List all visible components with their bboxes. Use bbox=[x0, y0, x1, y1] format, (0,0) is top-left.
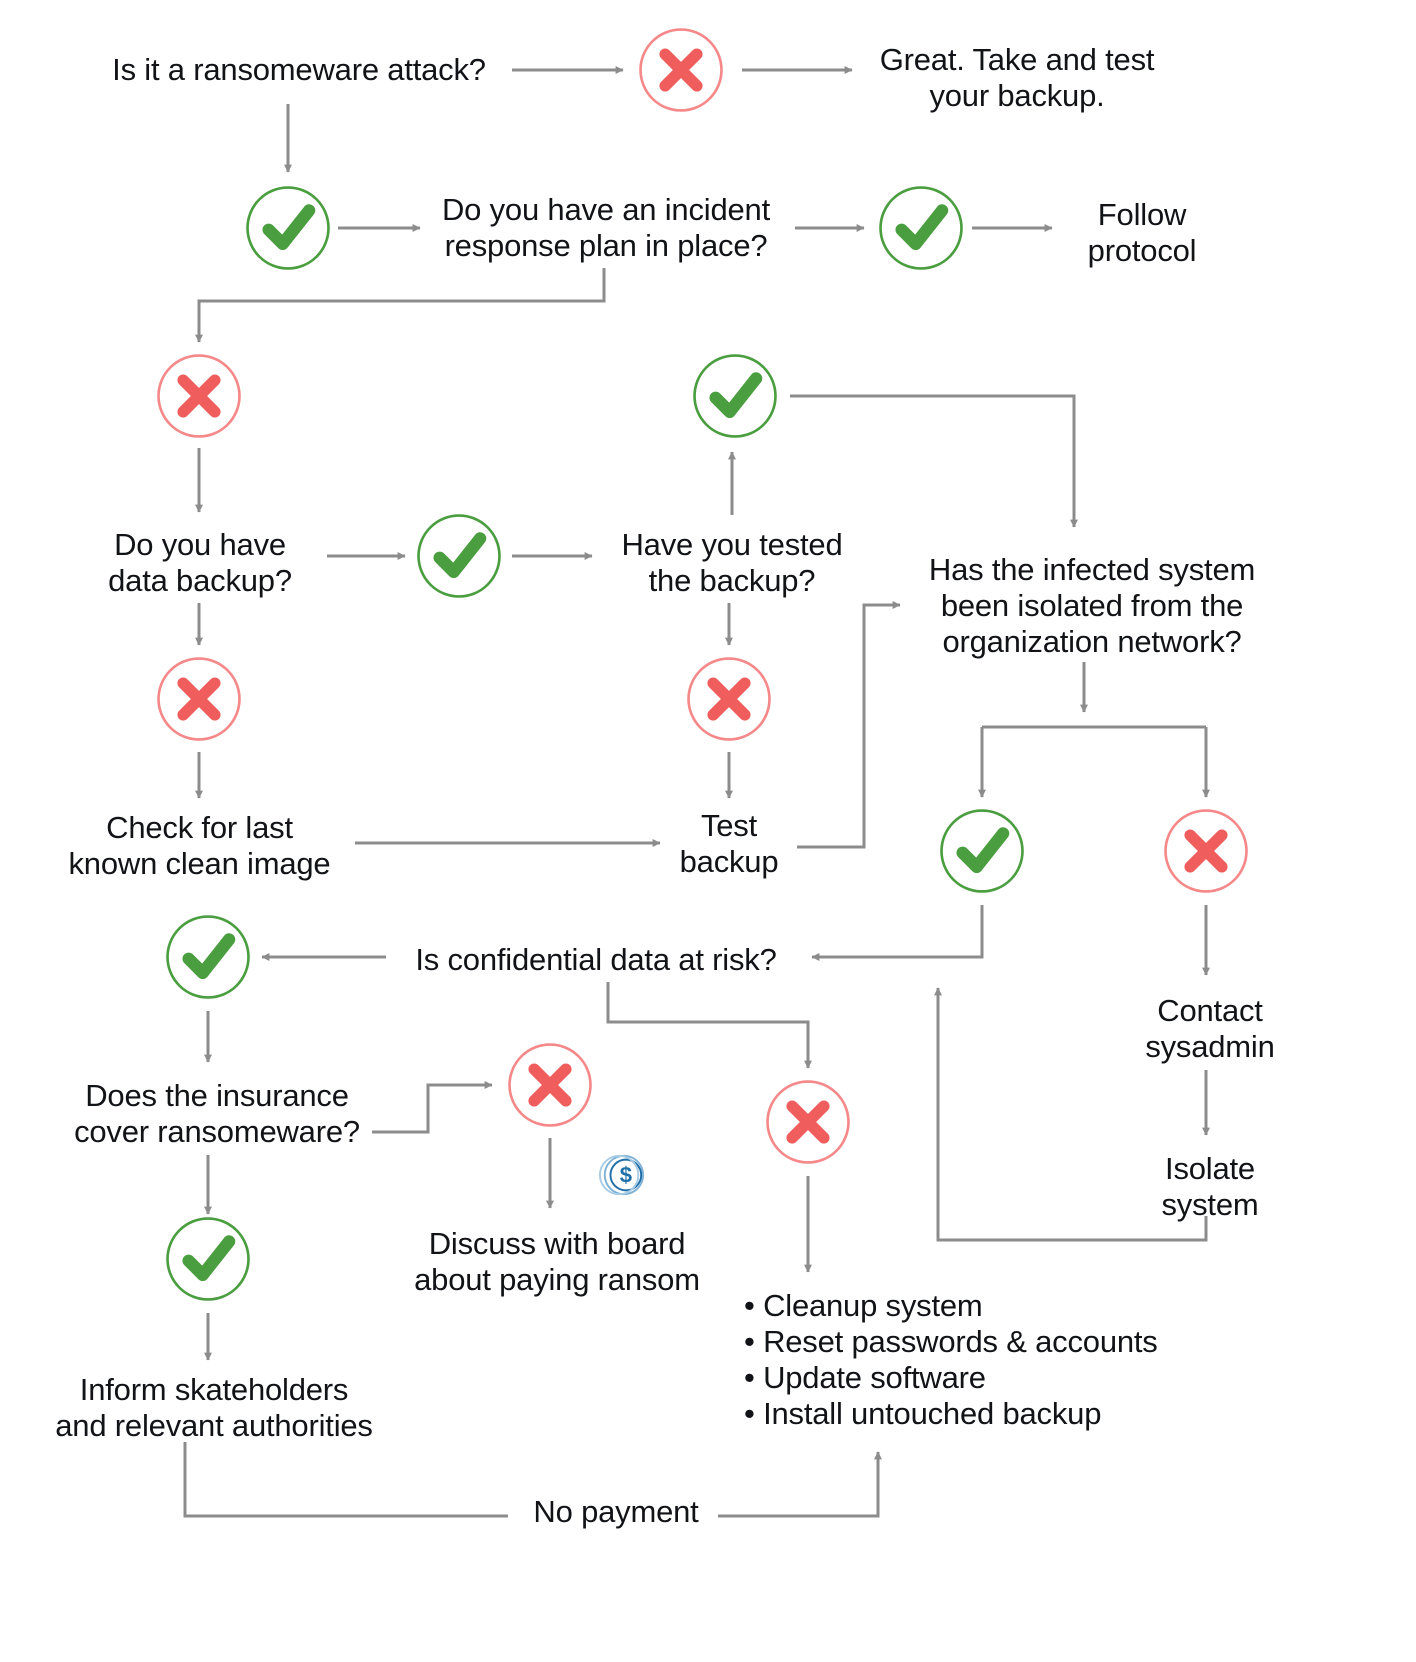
edge-yes5-left-to-confidential bbox=[811, 905, 984, 961]
no-cross-icon bbox=[155, 655, 243, 743]
flow-node-r-great: Great. Take and test your backup. bbox=[879, 42, 1155, 113]
flow-node-q-insurance: Does the insurance cover ransomeware? bbox=[74, 1078, 360, 1149]
no-cross-icon bbox=[637, 26, 725, 114]
yes-check-icon bbox=[244, 184, 332, 272]
edge-insurance-right-to-no6 bbox=[372, 1081, 493, 1134]
flow-node-remediation-checklist: • Cleanup system• Reset passwords & acco… bbox=[744, 1288, 1158, 1432]
flow-node-q-tested: Have you tested the backup? bbox=[621, 527, 843, 598]
edge-yes3-right-down-isolated bbox=[790, 394, 1078, 528]
checklist-item: • Cleanup system bbox=[744, 1288, 983, 1323]
no-cross-icon bbox=[764, 1078, 852, 1166]
flow-node-a-isolatesys: Isolate system bbox=[1161, 1151, 1259, 1222]
yes-check-icon bbox=[877, 184, 965, 272]
yes-check-icon bbox=[415, 512, 503, 600]
no-cross-icon bbox=[1162, 807, 1250, 895]
edge-inform-to-nopayment bbox=[183, 1442, 508, 1518]
checklist-item: • Reset passwords & accounts bbox=[744, 1323, 1158, 1359]
no-cross-icon bbox=[155, 352, 243, 440]
flow-node-q-attack: Is it a ransomeware attack? bbox=[112, 52, 486, 87]
svg-text:$: $ bbox=[620, 1163, 632, 1188]
no-cross-icon bbox=[685, 655, 773, 743]
no-cross-icon bbox=[506, 1041, 594, 1129]
flow-node-r-follow: Follow protocol bbox=[1087, 197, 1197, 268]
flow-node-a-nopayment: No payment bbox=[533, 1494, 699, 1529]
yes-check-icon bbox=[164, 913, 252, 1001]
flow-node-q-confidential: Is confidential data at risk? bbox=[415, 942, 777, 977]
flow-node-a-discussboard: Discuss with board about paying ransom bbox=[414, 1226, 700, 1297]
checklist-item: • Install untouched backup bbox=[744, 1395, 1102, 1431]
flow-node-q-isolated: Has the infected system been isolated fr… bbox=[928, 552, 1256, 659]
yes-check-icon bbox=[164, 1215, 252, 1303]
yes-check-icon bbox=[938, 807, 1026, 895]
checklist-item: • Update software bbox=[744, 1359, 986, 1395]
edge-nopayment-to-checklist bbox=[718, 1451, 882, 1518]
flow-node-a-cleanimage: Check for last known clean image bbox=[68, 810, 331, 881]
flow-node-a-informstake: Inform skateholders and relevant authori… bbox=[55, 1372, 373, 1443]
edge-testbackup-right-up bbox=[797, 601, 901, 849]
flow-node-q-backup: Do you have data backup? bbox=[108, 527, 292, 598]
yes-check-icon bbox=[691, 352, 779, 440]
flow-node-a-testbackup: Test backup bbox=[679, 808, 779, 879]
flow-node-a-contactsys: Contact sysadmin bbox=[1145, 993, 1275, 1064]
flow-node-q-irplan: Do you have an incident response plan in… bbox=[441, 192, 770, 263]
edge-irplan-down-left-to-no2 bbox=[195, 268, 606, 343]
edge-confidential-down-right bbox=[606, 982, 812, 1069]
dollar-coin-icon: $ bbox=[598, 1151, 646, 1199]
edge-isolate-loop-up bbox=[934, 987, 1208, 1242]
